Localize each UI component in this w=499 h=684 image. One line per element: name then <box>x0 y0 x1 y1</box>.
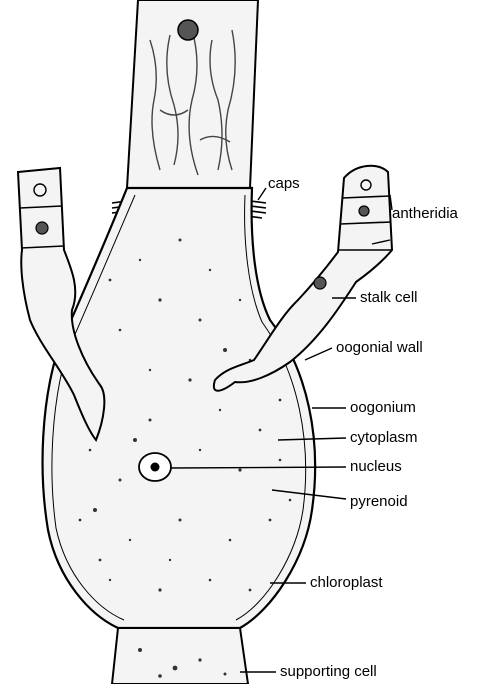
upper-cell-nucleus <box>178 20 198 40</box>
label-oogonial-wall: oogonial wall <box>336 340 423 355</box>
label-cytoplasm: cytoplasm <box>350 430 418 445</box>
right-male-nucleus-3 <box>314 277 326 289</box>
label-antheridia: antheridia <box>392 206 458 221</box>
label-chloroplast: chloroplast <box>310 575 383 590</box>
label-stalk-cell: stalk cell <box>360 290 418 305</box>
label-nucleus: nucleus <box>350 459 402 474</box>
supporting-cell-shape <box>112 628 248 684</box>
label-caps: caps <box>268 176 300 191</box>
label-pyrenoid: pyrenoid <box>350 494 408 509</box>
left-male-nucleus-2 <box>36 222 48 234</box>
label-supporting-cell: supporting cell <box>280 664 377 679</box>
egg-nucleolus <box>151 463 160 472</box>
label-oogonium: oogonium <box>350 400 416 415</box>
right-male-nucleus-2 <box>359 206 369 216</box>
